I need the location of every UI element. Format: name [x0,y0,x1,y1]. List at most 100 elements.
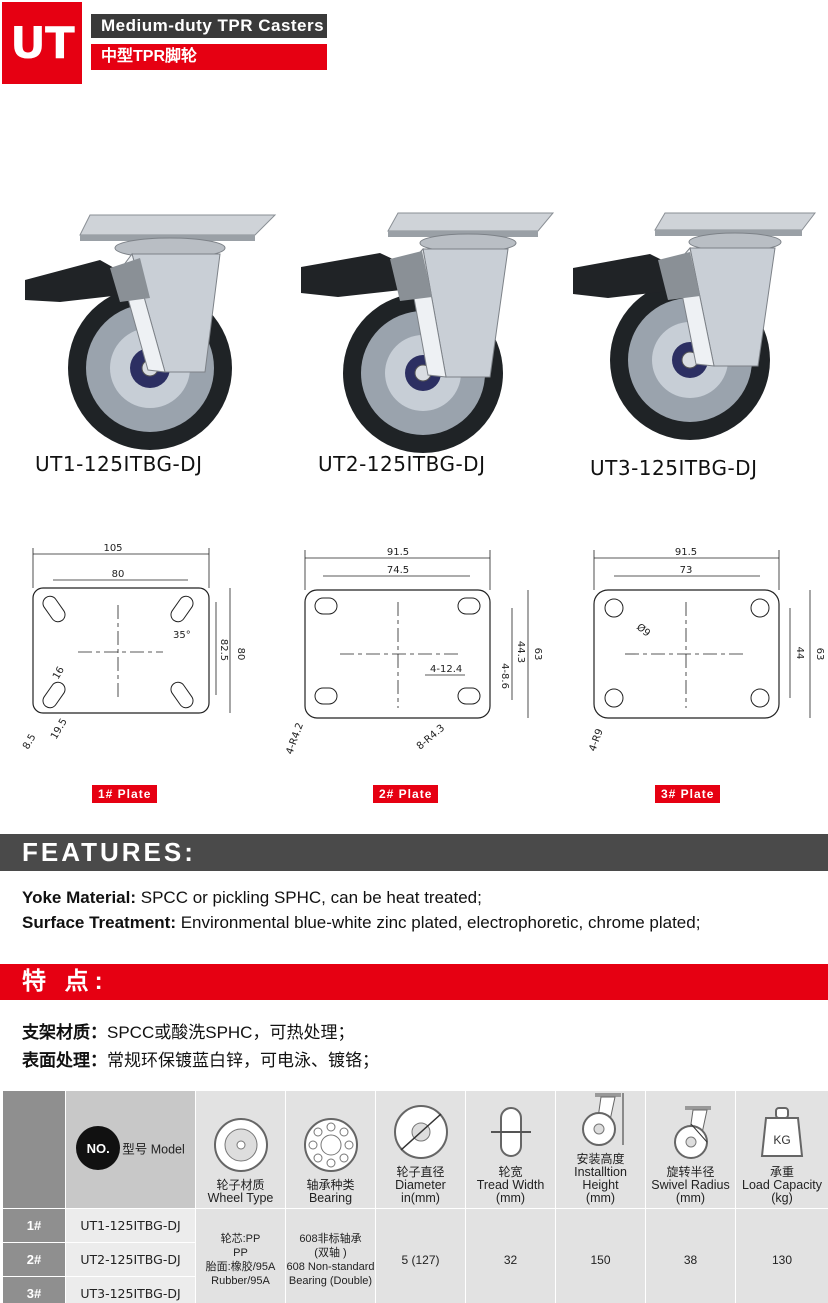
plate1-inner-height: 82.5 [218,639,229,661]
feature-surface-label: Surface Treatment: [22,913,176,932]
col-wheel-type-cn: 轮子材质 [216,1178,265,1192]
cell-wheel-type: 轮芯:PP PP 胎面:橡胶/95A Rubber/95A [195,1208,286,1303]
plate3-hole: Ø9 [634,621,653,639]
features-heading-cn: 特 点: [0,964,828,1000]
plate-tag-3: 3# Plate [655,785,721,803]
cell-swivel-radius: 38 [645,1208,736,1303]
wheel-type-line-1: 轮芯:PP [220,1232,261,1245]
plate2-slot-span: 4-8.6 [499,663,510,689]
col-tread-width: 轮宽 Tread Width (mm) [465,1090,556,1209]
spec-table: NO.型号 Model 轮子材质 Wheel Type 轴承种类 Bearing… [2,1090,828,1303]
feature-surface-label-cn: 表面处理： [22,1051,107,1070]
wheel-type-line-2: PP [233,1246,248,1259]
col-bearing-en: Bearing [308,1191,353,1205]
col-tread-width-en: Tread Width [476,1178,545,1192]
col-swivel-radius-unit: (mm) [675,1191,706,1205]
plate3-inner-width: 73 [680,565,693,576]
bearing-line-1: 608非标轴承 [299,1232,362,1245]
title-english: Medium-duty TPR Casters [91,14,327,38]
cell-tread-width: 32 [465,1208,556,1303]
table-row: 3# UT3-125ITBG-DJ [2,1276,828,1303]
col-installation-height-unit: (mm) [585,1191,616,1205]
row-number-1: 1# [2,1208,66,1243]
plate2-slot-length: 4-12.4 [430,664,462,675]
col-swivel-radius-cn: 旋转半径 [666,1165,715,1179]
no-badge: NO. [76,1126,121,1170]
col-installation-height-en: Installtion Height [574,1165,627,1192]
col-bearing-cn: 轴承种类 [306,1178,355,1192]
col-wheel-type-en: Wheel Type [207,1191,274,1205]
model-header: NO.型号 Model [65,1090,196,1209]
plate-diagram-1: 105 80 80 82.5 35° 16 19.5 8.5 [21,543,246,752]
col-swivel-radius-en: Swivel Radius [651,1178,730,1192]
plate1-angle: 35° [173,630,191,641]
row-model-1: UT1-125ITBG-DJ [65,1208,196,1243]
cell-load-capacity: 130 [735,1208,828,1303]
model-header-label: 型号 Model [122,1142,185,1157]
feature-yoke-label-cn: 支架材质： [22,1023,107,1042]
plate2-radius-a: 4-R4.2 [284,721,306,756]
bearing-line-3: 608 Non-standard [286,1260,375,1273]
col-tread-width-unit: (mm) [495,1191,526,1205]
plate2-inner-height: 44.3 [515,641,526,663]
plate1-slot-length: 19.5 [49,717,70,742]
plate-diagram-2: 91.5 74.5 63 44.3 4-8.6 4-12.4 4-R4.2 8-… [284,547,543,756]
col-load-capacity-cn: 承重 [769,1165,794,1179]
caster-image-2 [301,212,555,453]
swivel-radius-icon [673,1106,711,1159]
feature-surface-text-cn: 常规环保镀蓝白锌，可电泳、镀铬； [107,1051,379,1070]
plate3-inner-height: 44 [794,647,805,660]
tread-width-icon [490,1107,531,1157]
col-load-capacity-unit: (kg) [771,1191,793,1205]
col-bearing: 轴承种类 Bearing [285,1090,376,1209]
plate1-inner-width: 80 [112,569,125,580]
series-badge: UT [2,2,82,84]
feature-surface: Surface Treatment: Environmental blue-wh… [22,913,700,933]
wheel-type-line-4: Rubber/95A [211,1274,270,1287]
row-number-2: 2# [2,1242,66,1277]
feature-yoke-text: SPCC or pickling SPHC, can be heat treat… [136,888,482,907]
wheel-type-line-3: 胎面:橡胶/95A [205,1260,276,1273]
bearing-line-4: Bearing (Double) [288,1274,373,1287]
load-capacity-icon-text: KG [773,1133,790,1147]
cell-diameter: 5 (127) [375,1208,466,1303]
bearing-line-2: (双轴 ) [314,1246,347,1259]
col-installation-height-cn: 安装高度 [576,1152,625,1166]
wheel-type-icon [213,1118,268,1172]
installation-height-icon [581,1093,623,1146]
plate2-width: 91.5 [387,547,409,558]
feature-yoke: Yoke Material: SPCC or pickling SPHC, ca… [22,888,482,908]
feature-yoke-text-cn: SPCC或酸洗SPHC，可热处理； [107,1023,355,1042]
plate-tag-2: 2# Plate [373,785,439,803]
col-load-capacity-en: Load Capacity [742,1178,822,1192]
table-corner [2,1090,66,1209]
caster-image-3 [573,212,817,440]
product-model-1: UT1-125ITBG-DJ [35,452,203,476]
load-capacity-icon: KG [760,1107,804,1157]
table-row: 1# UT1-125ITBG-DJ 轮芯:PP PP 胎面:橡胶/95A Rub… [2,1208,828,1303]
col-diameter-unit: in(mm) [401,1191,440,1205]
plate-tag-1: 1# Plate [92,785,158,803]
diameter-icon [393,1105,448,1159]
row-model-3: UT3-125ITBG-DJ [65,1276,196,1303]
col-diameter-cn: 轮子直径 [396,1165,445,1179]
plate2-height: 63 [532,648,543,661]
plate3-radius: 4-R9 [587,727,605,753]
plate-diagram-3: 91.5 73 63 44 Ø9 4-R9 [587,547,825,753]
plate1-slot-width: 8.5 [21,732,38,751]
plate1-slot: 16 [51,665,67,682]
table-header-row: NO.型号 Model 轮子材质 Wheel Type 轴承种类 Bearing… [2,1090,828,1209]
plate3-width: 91.5 [675,547,697,558]
caster-image-1 [25,214,277,450]
cell-bearing: 608非标轴承 (双轴 ) 608 Non-standard Bearing (… [285,1208,376,1303]
plate1-height: 80 [235,648,246,661]
product-model-3: UT3-125ITBG-DJ [590,456,758,480]
col-installation-height: 安装高度 Installtion Height (mm) [555,1090,646,1209]
title-chinese: 中型TPR脚轮 [91,44,327,70]
plate2-radius-b: 8-R4.3 [415,723,447,753]
table-row: 2# UT2-125ITBG-DJ [2,1242,828,1277]
plate1-width: 105 [103,543,122,554]
product-model-2: UT2-125ITBG-DJ [318,452,486,476]
feature-yoke-label: Yoke Material: [22,888,137,907]
bearing-icon [303,1118,358,1172]
